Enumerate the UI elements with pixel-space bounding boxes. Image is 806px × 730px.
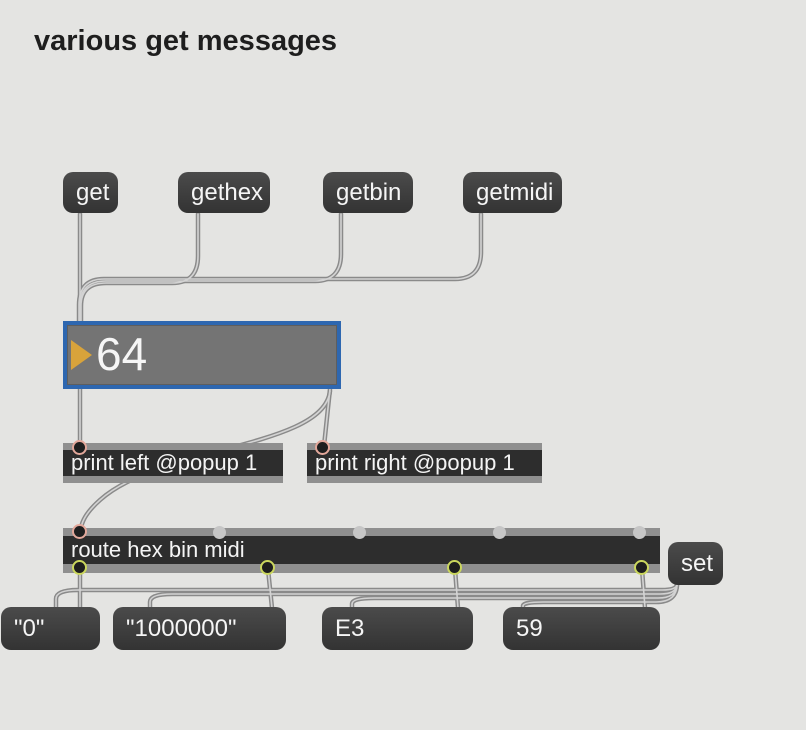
object-text: print left @popup 1 [71, 450, 258, 475]
message-box-get[interactable]: get [63, 172, 118, 213]
object-text: route hex bin midi [71, 537, 245, 562]
message-label: E3 [335, 614, 365, 642]
number-triangle-icon [71, 340, 92, 370]
message-box-result-e3[interactable]: E3 [322, 607, 473, 650]
message-label: 59 [516, 614, 543, 642]
route-cold-inlet-dot [493, 526, 506, 539]
cord-set-to-msg0 [55, 583, 678, 609]
cord-set-to-msg1000000 [149, 583, 678, 609]
route-outlet-dot [447, 560, 462, 575]
cord-gethex-to-numberbox [78, 211, 201, 324]
cord-set-to-msgE3 [351, 583, 678, 609]
cord-getmidi-to-numberbox [76, 211, 484, 324]
message-label: set [681, 549, 714, 577]
cord-route-out2 [267, 568, 273, 609]
route-outlet-dot [72, 560, 87, 575]
message-box-result-1000000[interactable]: "1000000" [113, 607, 286, 650]
message-box-result-59[interactable]: 59 [503, 607, 660, 650]
object-box-print-right[interactable]: print right @popup 1 [307, 443, 542, 483]
message-box-gethex[interactable]: gethex [178, 172, 270, 213]
message-box-result-0[interactable]: "0" [1, 607, 100, 650]
number-value: 64 [96, 327, 148, 380]
message-box-getbin[interactable]: getbin [323, 172, 413, 213]
message-box-getmidi[interactable]: getmidi [463, 172, 562, 213]
cord-set-to-msgE3 [349, 581, 680, 611]
number-box[interactable]: 64 [63, 321, 341, 389]
route-hot-inlet-dot [72, 524, 87, 539]
cord-set-to-msg59 [522, 583, 678, 609]
cord-getbin-to-numberbox [79, 213, 342, 322]
route-cold-inlet-dot [213, 526, 226, 539]
message-label: getbin [336, 178, 402, 206]
message-label: "1000000" [126, 614, 237, 642]
object-box-print-left[interactable]: print left @popup 1 [63, 443, 283, 483]
route-cold-inlet-dot [353, 526, 366, 539]
route-outlet-dot [634, 560, 649, 575]
message-label: gethex [191, 178, 264, 206]
message-label: "0" [14, 614, 45, 642]
cord-getmidi-to-numberbox [78, 213, 482, 322]
print-right-hot-inlet-dot [315, 440, 330, 455]
print-left-hot-inlet-dot [72, 440, 87, 455]
object-text: print right @popup 1 [315, 450, 515, 475]
patch-title-comment: various get messages [34, 25, 338, 57]
cord-gethex-to-numberbox [80, 213, 199, 322]
route-cold-inlet-dot [633, 526, 646, 539]
cord-route-out3 [454, 568, 459, 609]
route-outlet-dot [260, 560, 275, 575]
message-box-set[interactable]: set [668, 542, 723, 585]
cord-getbin-to-numberbox [77, 211, 344, 324]
message-label: getmidi [476, 178, 554, 206]
message-label: get [76, 178, 110, 206]
